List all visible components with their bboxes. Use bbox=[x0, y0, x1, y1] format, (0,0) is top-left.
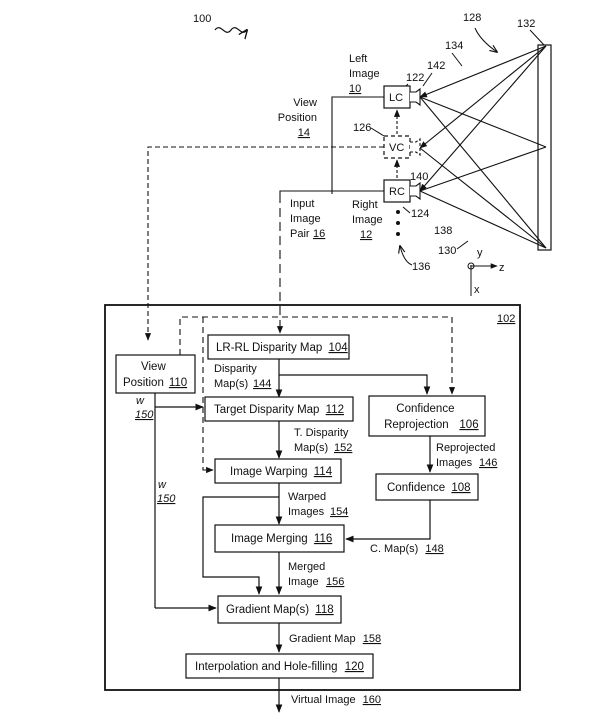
view-position-label: View Position 14 bbox=[278, 97, 320, 139]
gradient-map-label: Gradient Map 158 bbox=[289, 633, 381, 645]
view-position-block-label: View Position 110 bbox=[123, 361, 187, 389]
ref-126-leader bbox=[370, 127, 385, 137]
image-warping-block bbox=[214, 458, 342, 484]
ref-138: 138 bbox=[434, 225, 452, 237]
w-label-upper: w 150 bbox=[135, 395, 154, 421]
axis-y-label: y bbox=[477, 247, 483, 259]
t-disparity-label: T. Disparity Map(s) 152 bbox=[294, 427, 352, 454]
ref-122: 122 bbox=[406, 72, 424, 84]
image-merging-block bbox=[214, 524, 345, 553]
ref-128: 128 bbox=[463, 12, 481, 24]
ref-132: 132 bbox=[517, 18, 535, 30]
coordinate-axes bbox=[467, 262, 498, 296]
ref-136-arrow bbox=[400, 246, 413, 266]
target-disparity-label: Target Disparity Map 112 bbox=[214, 404, 344, 416]
right-camera-lens bbox=[410, 181, 421, 201]
left-camera-label: LC bbox=[389, 92, 403, 104]
c-maps-label: C. Map(s) 148 bbox=[370, 543, 444, 555]
gradient-maps-label: Gradient Map(s) 118 bbox=[226, 604, 334, 616]
ref-140: 140 bbox=[410, 171, 428, 183]
more-cameras-dots bbox=[396, 210, 400, 236]
left-image-wire bbox=[331, 96, 384, 194]
ref-142: 142 bbox=[427, 60, 445, 72]
ref-142-leader bbox=[422, 72, 433, 87]
image-merging-label: Image Merging 116 bbox=[231, 533, 332, 545]
figure-leader bbox=[214, 27, 247, 33]
merged-image-label: Merged Image 156 bbox=[288, 561, 344, 588]
confidence-to-merging-arrow bbox=[345, 500, 431, 543]
axis-z-label: z bbox=[499, 262, 505, 274]
ref-130: 130 bbox=[438, 245, 456, 257]
ref-134: 134 bbox=[445, 40, 463, 52]
ref-126: 126 bbox=[353, 122, 371, 134]
warping-bypass-to-gradient bbox=[202, 496, 279, 595]
right-image-wire bbox=[279, 190, 384, 194]
right-camera-label: RC bbox=[389, 186, 405, 198]
confidence-label: Confidence 108 bbox=[387, 482, 471, 494]
lr-rl-to-confidence-arrow bbox=[279, 374, 431, 395]
disparity-maps-label: Disparity Map(s) 144 bbox=[214, 363, 271, 390]
interpolation-block bbox=[185, 653, 374, 679]
left-image-label: Left Image 10 bbox=[349, 53, 383, 95]
view-position-dashed-line bbox=[144, 146, 384, 341]
ref-128-arrow bbox=[474, 27, 497, 52]
view-position-feedback-dashed bbox=[179, 316, 456, 395]
w-label-lower: w 150 bbox=[157, 479, 176, 505]
reprojected-images-label: Reprojected Images 146 bbox=[436, 442, 498, 469]
image-warping-label: Image Warping 114 bbox=[230, 466, 333, 478]
ref-132-leader bbox=[529, 29, 545, 46]
confidence-reprojection-block bbox=[368, 395, 486, 437]
virtual-image-label: Virtual Image 160 bbox=[291, 694, 381, 706]
system-ref: 102 bbox=[497, 313, 515, 325]
lr-rl-disparity-block bbox=[207, 334, 350, 360]
lr-rl-disparity-label: LR-RL Disparity Map 104 bbox=[216, 342, 348, 354]
camera-rays bbox=[419, 45, 547, 249]
gradient-maps-block bbox=[217, 595, 342, 624]
input-image-pair-label: Input Image Pair 16 bbox=[290, 198, 325, 240]
confidence-reprojection-label: Confidence Reprojection 106 bbox=[384, 403, 478, 431]
axis-x-label: x bbox=[474, 284, 480, 296]
ref-124: 124 bbox=[411, 208, 429, 220]
ref-124-leader bbox=[402, 206, 411, 214]
right-image-label: Right Image 12 bbox=[352, 199, 386, 241]
system-frame bbox=[104, 304, 521, 691]
ref-130-leader bbox=[456, 240, 469, 250]
ref-134-leader bbox=[451, 52, 463, 67]
figure-number: 100 bbox=[193, 13, 211, 25]
confidence-block bbox=[375, 473, 479, 501]
virtual-camera-lens bbox=[410, 137, 421, 157]
virtual-camera-label: VC bbox=[389, 142, 404, 154]
left-camera-lens bbox=[410, 87, 421, 107]
view-position-to-warping-dashed bbox=[202, 317, 214, 474]
ref-136: 136 bbox=[412, 261, 430, 273]
warped-images-label: Warped Images 154 bbox=[288, 491, 348, 518]
interpolation-label: Interpolation and Hole-filling 120 bbox=[195, 661, 364, 673]
target-disparity-block bbox=[204, 396, 354, 422]
